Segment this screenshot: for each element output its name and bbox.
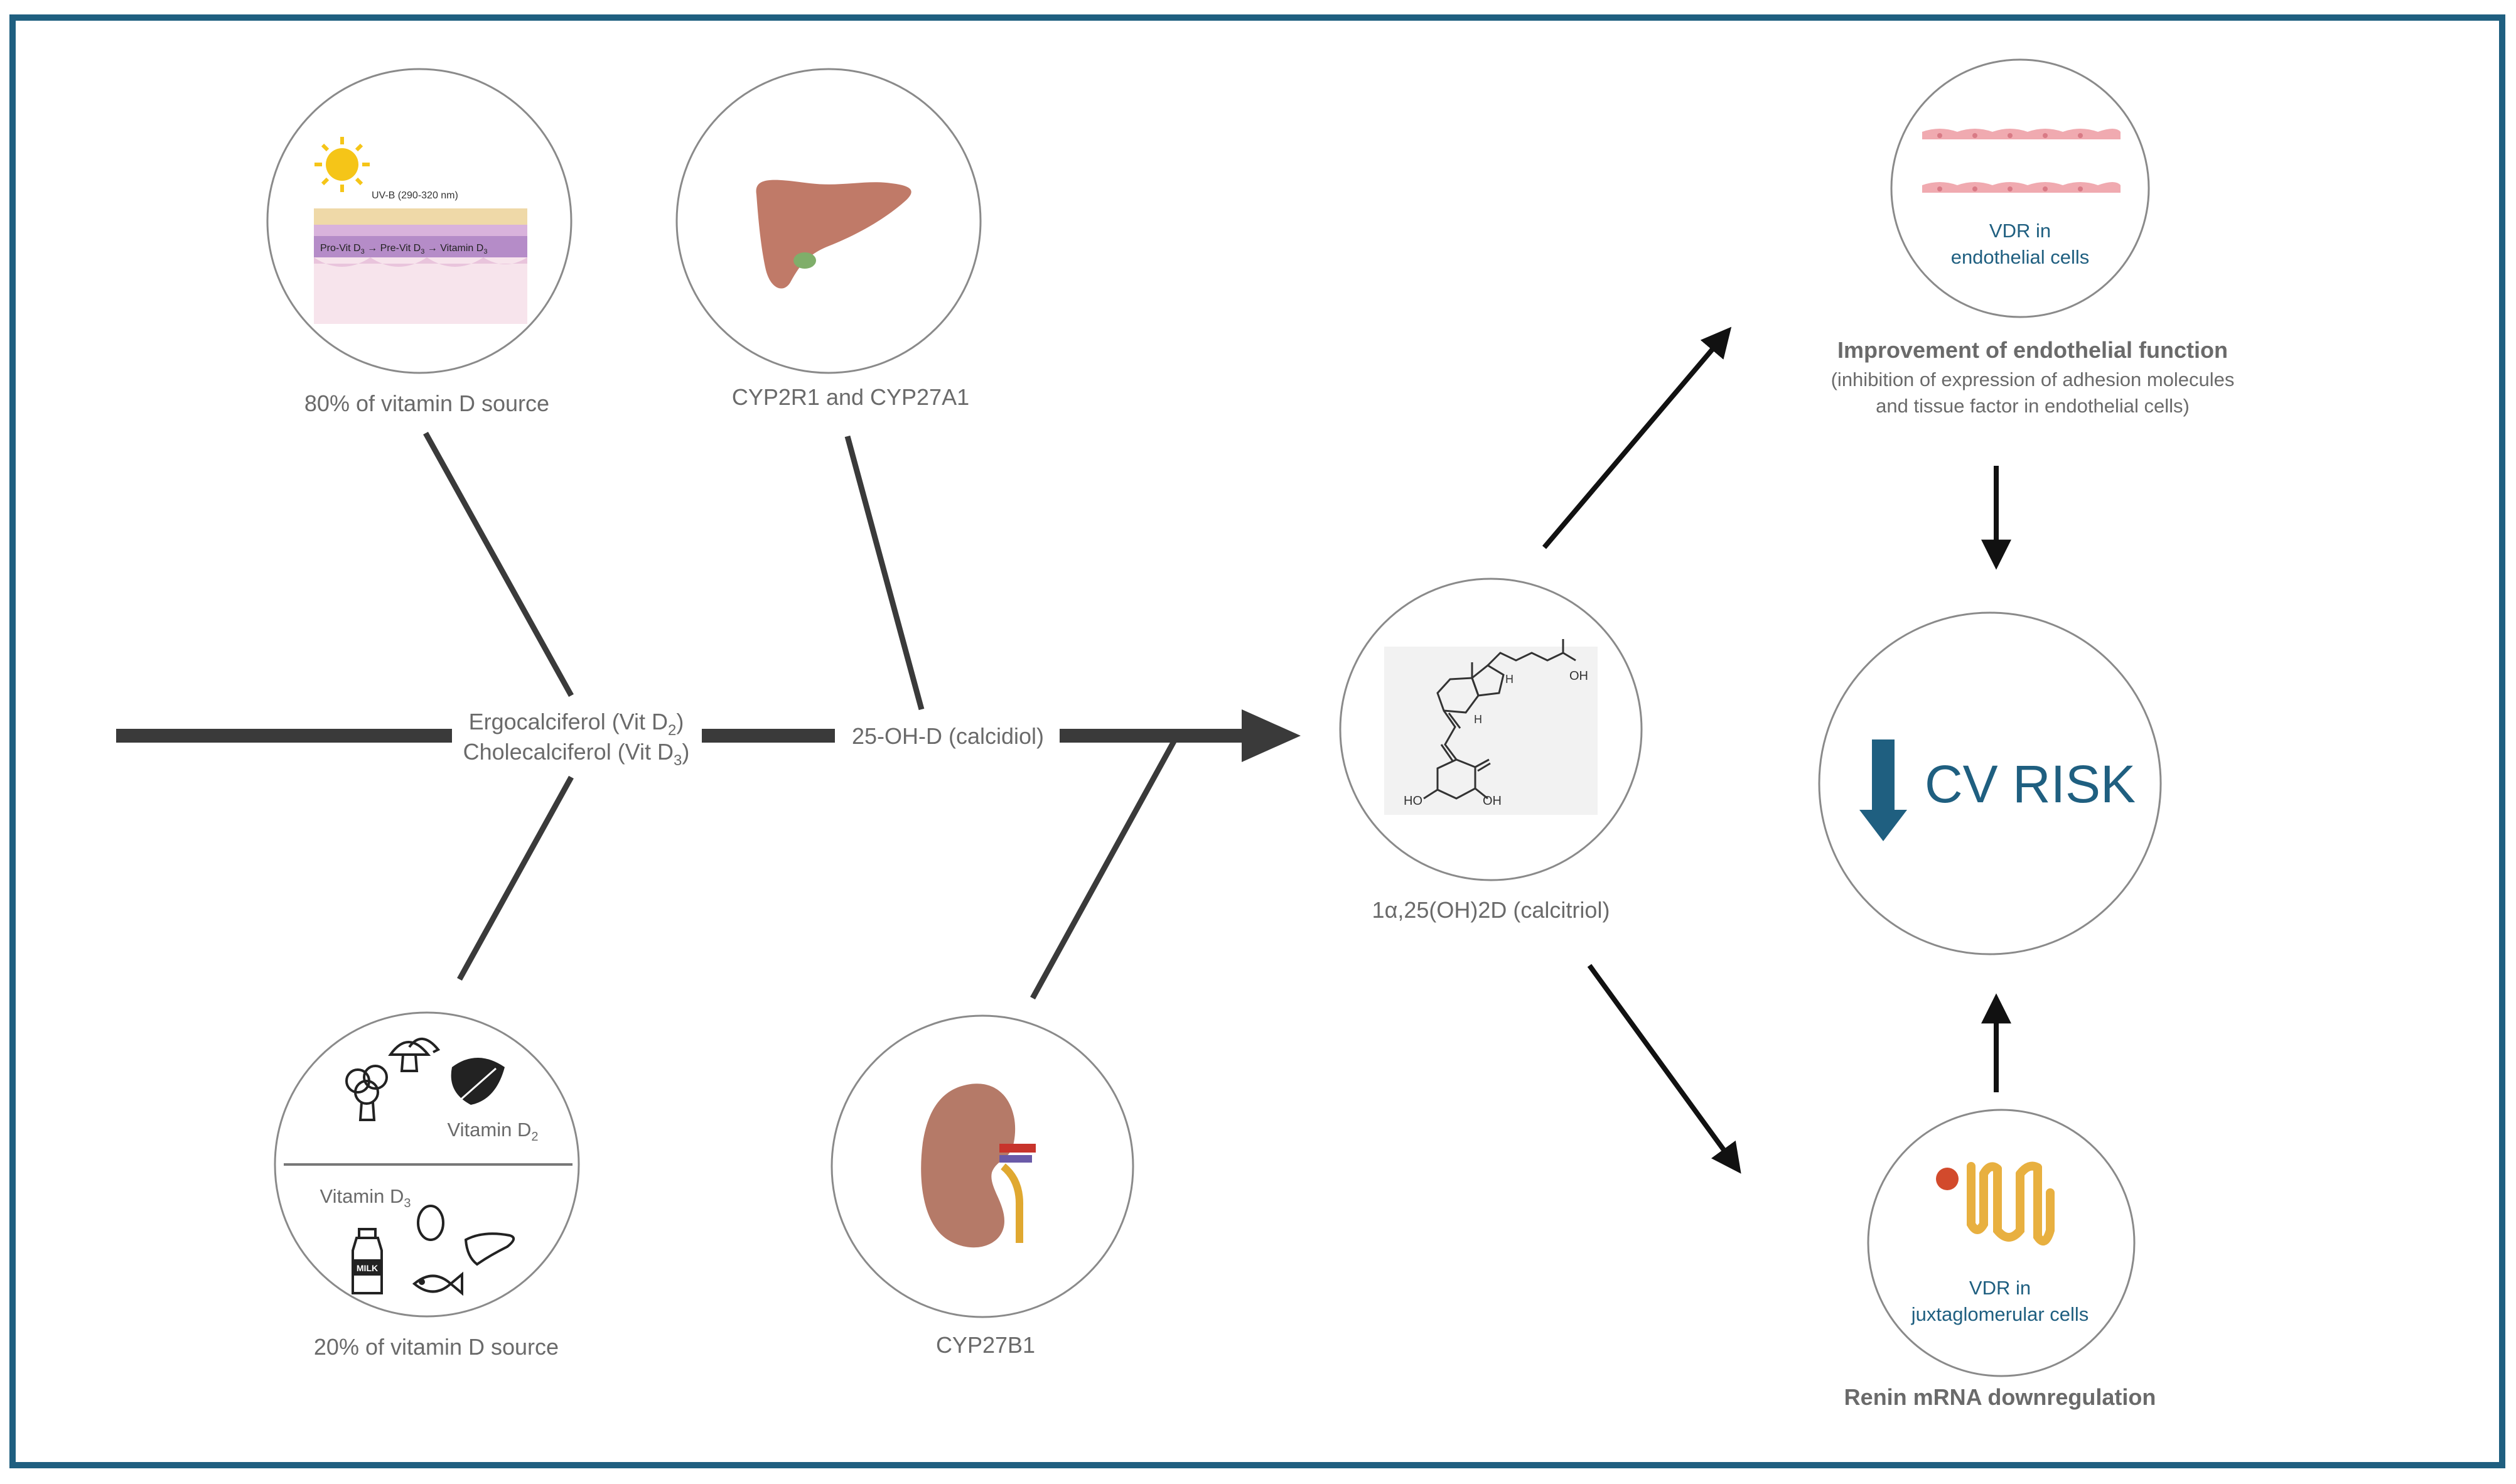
meat-icon	[464, 1232, 515, 1266]
sun-source-node: UV-B (290-320 nm) Pro-Vit D3 → Pre-Vit D…	[266, 68, 573, 416]
ureter-icon	[1001, 1163, 1024, 1243]
sun-icon	[314, 137, 370, 192]
vitamin-d2-label: Vitamin D2	[448, 1119, 539, 1144]
milk-icon	[352, 1228, 383, 1294]
calcitriol-caption: 1α,25(OH)2D (calcitriol)	[1372, 897, 1610, 923]
egg-icon	[417, 1205, 444, 1241]
uvb-label: UV-B (290-320 nm)	[372, 190, 458, 201]
food-caption: 20% of vitamin D source	[314, 1334, 559, 1360]
main-axis: Ergocalciferol (Vit D2) Cholecalciferol …	[116, 709, 1301, 769]
renin-title: Renin mRNA downregulation	[1844, 1384, 2156, 1410]
food-source-node: Vitamin D2 Vitamin D3 MILK 20% of vitami…	[274, 1011, 580, 1360]
down-arrow-icon	[1859, 739, 1907, 841]
kidney-node: CYP27B1	[831, 1014, 1134, 1358]
endothelial-vdr-line1: VDR in	[1989, 220, 2051, 242]
renin-node: VDR in juxtaglomerular cells Renin mRNA …	[1844, 1109, 2156, 1410]
endothelial-cells-icon	[1922, 129, 2121, 193]
calcitriol-node: OH HO OH H H 1α,25(OH)2D (calcitriol)	[1339, 578, 1643, 923]
renin-vdr-line1: VDR in	[1969, 1277, 2031, 1299]
calcidiol-label: 25-OH-D (calcidiol)	[852, 723, 1044, 749]
milk-label: MILK	[357, 1263, 378, 1273]
sun-caption: 80% of vitamin D source	[304, 390, 549, 416]
fishbone-branches	[423, 431, 1180, 1000]
skin-conversion-label: Pro-Vit D3 → Pre-Vit D3 → Vitamin D3	[320, 243, 487, 255]
cv-risk-circle	[1818, 611, 2162, 955]
branch-kidney	[1030, 734, 1180, 1000]
liver-node: CYP2R1 and CYP27A1	[675, 68, 982, 410]
branch-food	[457, 775, 574, 981]
fish-icon	[412, 1271, 463, 1296]
renin-circle	[1867, 1109, 2136, 1377]
spinach-icon	[451, 1058, 505, 1105]
glomerulus-icon	[1936, 1168, 1959, 1190]
h-ring-c: H	[1474, 713, 1482, 726]
cv-risk-label: CV RISK	[1925, 755, 2136, 814]
endothelial-detail-line2: and tissue factor in endothelial cells)	[1876, 395, 2190, 417]
ergocalciferol-label: Ergocalciferol (Vit D2)	[469, 709, 684, 739]
molecule-panel	[1384, 647, 1598, 815]
gallbladder-icon	[793, 252, 816, 269]
oh-a-ring: OH	[1483, 794, 1502, 808]
oh-side-chain: OH	[1569, 669, 1588, 683]
endothelial-title: Improvement of endothelial function	[1837, 337, 2228, 363]
main-arrowhead	[1242, 709, 1301, 762]
liver-caption: CYP2R1 and CYP27A1	[732, 384, 969, 410]
nephron-icon	[1967, 1161, 2055, 1245]
calcitriol-structure	[1423, 639, 1576, 800]
renin-vdr-line2: juxtaglomerular cells	[1911, 1303, 2089, 1325]
arrow-to-endothelial	[1542, 326, 1732, 549]
kidney-caption: CYP27B1	[936, 1332, 1035, 1358]
mushroom-icon	[388, 1037, 441, 1072]
renal-vein-icon	[999, 1155, 1032, 1163]
endothelial-detail-line1: (inhibition of expression of adhesion mo…	[1831, 368, 2235, 390]
cv-risk-node: CV RISK	[1818, 611, 2162, 955]
skin-layers	[314, 208, 527, 324]
branch-liver	[844, 435, 925, 711]
cholecalciferol-label: Cholecalciferol (Vit D3)	[463, 739, 690, 769]
endothelial-vdr-line2: endothelial cells	[1951, 246, 2090, 268]
broccoli-icon	[345, 1065, 388, 1121]
kidney-icon	[921, 1083, 1016, 1248]
ho-a-ring: HO	[1404, 794, 1422, 808]
arrow-to-renin	[1587, 964, 1741, 1174]
vitamin-d3-label: Vitamin D3	[320, 1185, 411, 1210]
branch-sun	[423, 431, 574, 697]
h-ring-d: H	[1505, 673, 1513, 686]
renal-artery-icon	[999, 1144, 1036, 1153]
endothelial-node: VDR in endothelial cells Improvement of …	[1831, 58, 2235, 417]
